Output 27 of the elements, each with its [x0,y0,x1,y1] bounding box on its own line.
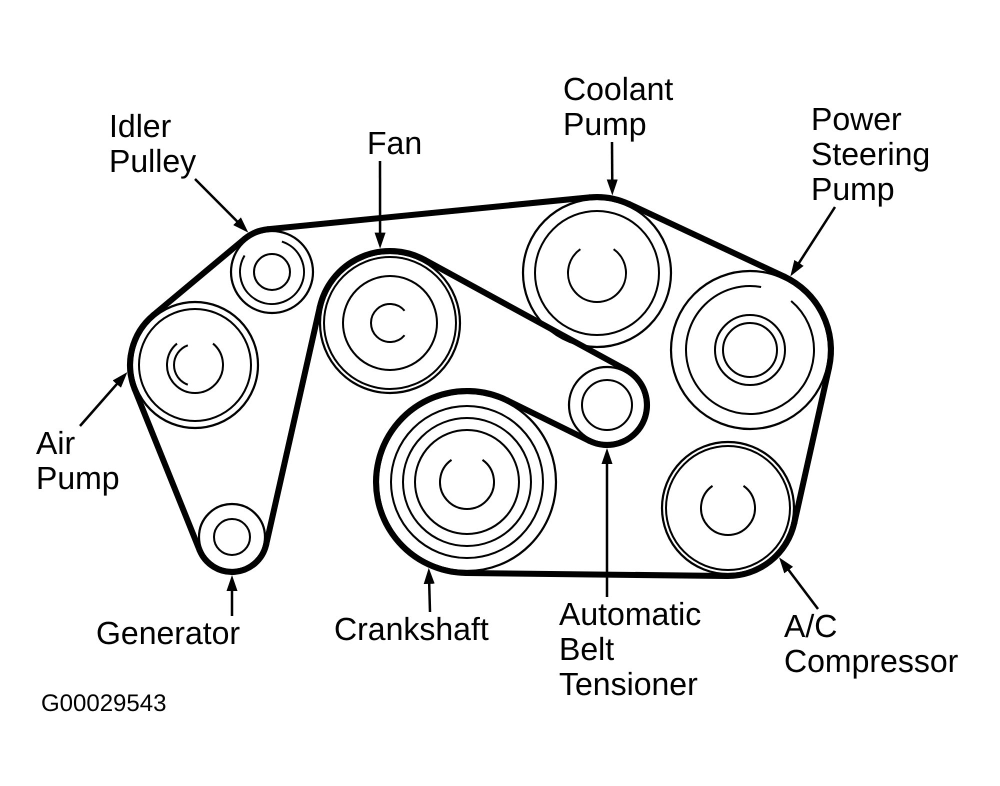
leader-arrow [374,161,386,249]
part-label: Fan [367,126,424,161]
belt-segment [504,397,592,444]
part-label: Automatic Belt Tensioner [559,597,703,702]
part-label: A/C Compressor [784,609,960,679]
leader-arrow [194,178,248,233]
belt-segment [263,304,323,548]
leader-arrow [790,206,836,276]
belt-segment [150,236,248,318]
belt-segment [626,201,788,280]
part-label: Air Pump [36,426,121,496]
leader-arrow [424,568,435,612]
part-label: Generator [96,616,242,651]
leader-arrow [779,557,819,610]
part-label: Idler Pulley [109,109,198,179]
part-label: Power Steering Pump [811,102,932,207]
part-label: Coolant Pump [563,72,675,142]
belt-segment [264,194,593,232]
belt-segment [422,256,630,373]
leader-arrow [606,142,618,196]
leader-arrow [226,575,238,616]
leader-arrow [602,448,612,597]
figure-code: G00029543 [41,690,166,717]
leader-arrow [79,372,128,427]
belt-segment [132,386,203,554]
part-label: Crankshaft [334,612,490,647]
belt-segment [791,364,832,526]
